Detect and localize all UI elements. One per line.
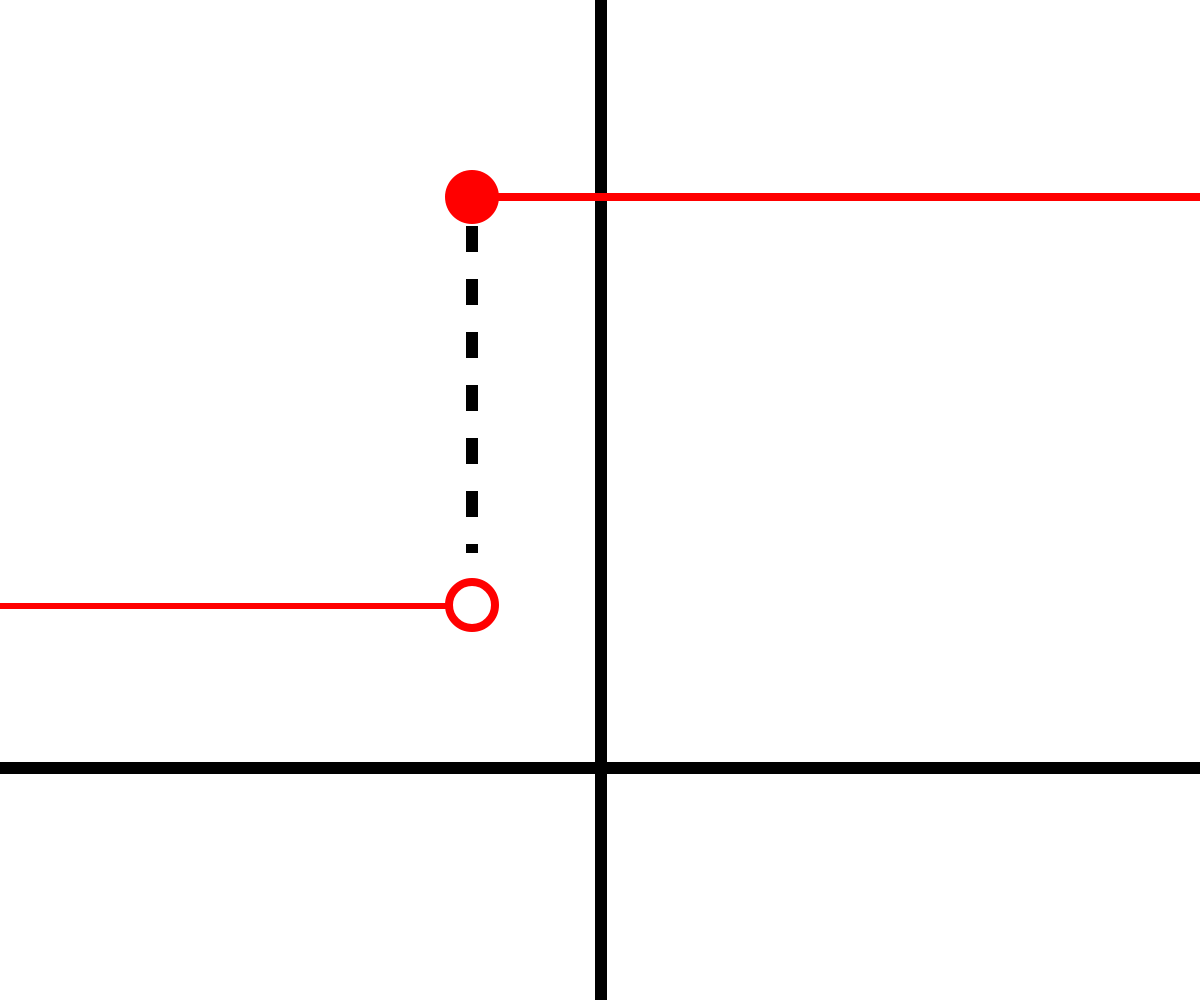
open-endpoint-circle — [445, 578, 499, 632]
closed-endpoint-dot — [445, 170, 499, 224]
